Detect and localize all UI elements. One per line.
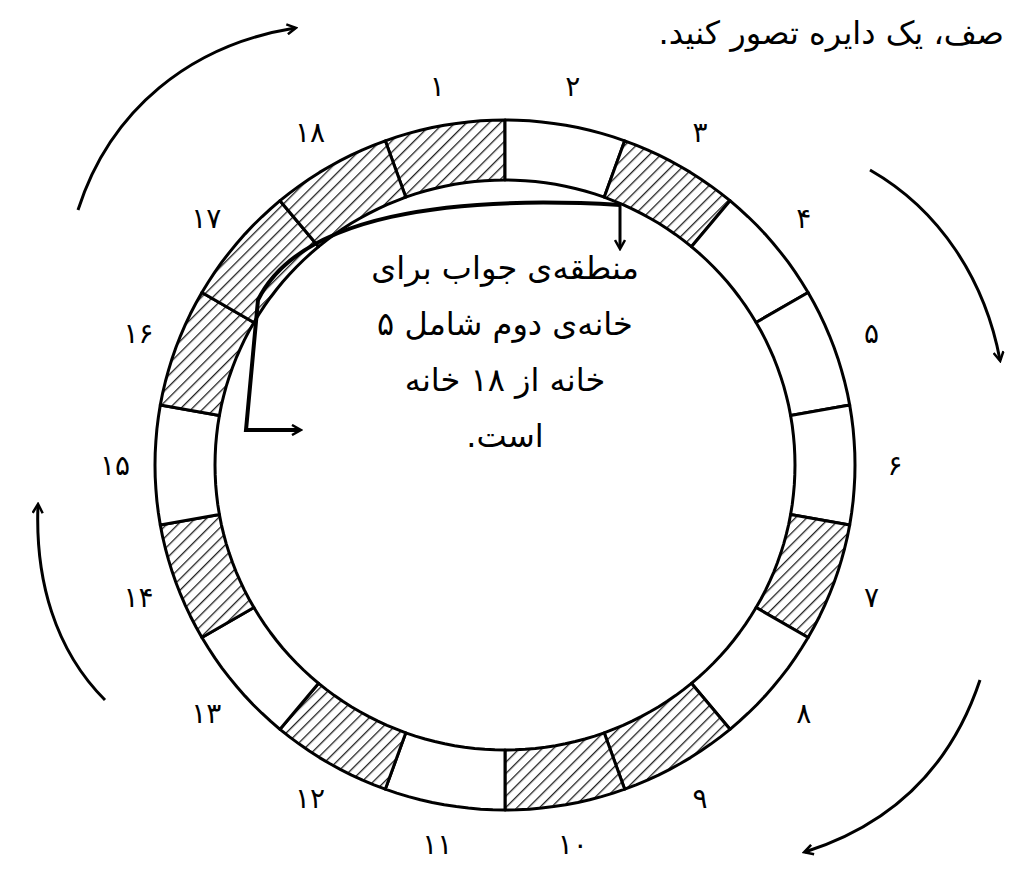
ring-cell: [385, 120, 505, 197]
cell-number: ۸: [796, 696, 811, 729]
cell-number: ۹: [692, 782, 707, 815]
ring-cells: [155, 120, 855, 810]
ring-cell: [604, 683, 730, 789]
cell-number: ۱۰: [558, 828, 588, 861]
cell-number: ۶: [887, 449, 902, 482]
ring-cell: [155, 405, 219, 525]
cell-number: ۴: [796, 201, 811, 234]
ring-cell: [505, 120, 625, 197]
cell-number: ۱۴: [123, 580, 153, 613]
cell-number: ۱: [430, 69, 445, 102]
ring-cell: [756, 293, 850, 416]
cell-number: ۱۵: [100, 449, 130, 482]
cell-number: ۷: [864, 580, 879, 613]
cell-number: ۲: [565, 69, 580, 102]
ring-cell: [160, 515, 254, 638]
cell-number: ۵: [864, 317, 879, 350]
region-arrow: [619, 205, 622, 248]
cell-number: ۳: [692, 115, 707, 148]
cell-number: ۱۸: [295, 115, 325, 148]
cell-number: ۱۷: [191, 201, 221, 234]
ring-cell: [791, 405, 855, 525]
rotation-arrow: [805, 680, 980, 852]
center-note: منطقه‌ی جواب برای خانه‌ی دوم شامل ۵ خانه…: [365, 240, 645, 464]
rotation-arrow: [38, 505, 105, 700]
cell-number: ۱۶: [123, 317, 153, 350]
cell-number: ۱۳: [191, 696, 221, 729]
rotation-arrow: [870, 170, 1000, 360]
ring-cell: [505, 733, 625, 810]
rotation-arrow: [78, 28, 295, 210]
heading-note: صف، یک دایره تصور کنید.: [659, 14, 1004, 52]
cell-number: ۱۱: [422, 828, 452, 861]
cell-number: ۱۲: [295, 782, 325, 815]
ring-cell: [385, 733, 505, 810]
